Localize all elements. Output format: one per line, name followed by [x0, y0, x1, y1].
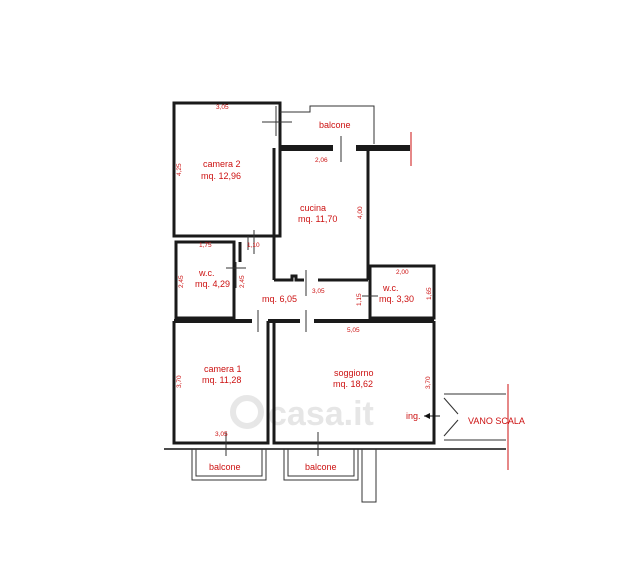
walls: [164, 101, 509, 503]
room-labels: camera 2 mq. 12,96 cucina mq. 11,70 w.c.…: [195, 120, 525, 472]
room-area-camera1: mq. 11,28: [202, 375, 241, 385]
entrance-arrow-head: [424, 413, 430, 419]
room-area-wc2: mq. 3,30: [379, 294, 414, 304]
wall-top-balcony: [280, 105, 375, 144]
wall-stair-column: [361, 449, 377, 503]
dim-camera1-width: 3,05: [215, 431, 228, 438]
dim-wc2-door: 1,15: [356, 293, 363, 306]
dim-camera1-height: 3,70: [176, 375, 183, 388]
wall-balcony-bottom-right-inner: [287, 449, 355, 477]
dim-corridor-width: 3,05: [312, 288, 325, 295]
wall-soggiorno: [272, 321, 436, 445]
dim-soggiorno-width: 5,05: [347, 327, 360, 334]
dim-cucina-width: 2,06: [315, 157, 328, 164]
room-name-wc2: w.c.: [382, 283, 399, 293]
room-name-camera1: camera 1: [204, 364, 242, 374]
room-name-soggiorno: soggiorno: [334, 368, 374, 378]
room-area-corridor: mq. 6,05: [262, 294, 297, 304]
label-balcony-top: balcone: [319, 120, 351, 130]
room-name-camera2: camera 2: [203, 159, 241, 169]
wall-camera1: [172, 321, 270, 445]
dim-wc1-height: 2,45: [178, 275, 185, 288]
wall-balcony-bottom-left: [191, 449, 267, 481]
dim-cucina-height: 4,00: [357, 206, 364, 219]
dim-door-width: 1,10: [247, 242, 260, 249]
label-balcony-bottom-left: balcone: [209, 462, 241, 472]
room-area-wc1: mq. 4,29: [195, 279, 230, 289]
room-name-cucina: cucina: [300, 203, 326, 213]
wall-cucina-bottom: [274, 274, 304, 282]
wall-wc2: [368, 264, 436, 320]
label-stairwell: VANO SCALA: [468, 416, 525, 426]
wall-camera2: [172, 101, 282, 238]
dim-corridor-height: 2,45: [239, 275, 246, 288]
dim-camera2-height: 4,25: [176, 163, 183, 176]
room-area-soggiorno: mq. 18,62: [333, 379, 373, 389]
label-entrance: ing.: [406, 411, 421, 421]
wall-wc1: [174, 240, 236, 320]
dim-soggiorno-height: 3,70: [425, 376, 432, 389]
watermark: casa.it: [230, 395, 374, 433]
dim-camera2-width: 3,05: [216, 104, 229, 111]
label-balcony-bottom-right: balcone: [305, 462, 337, 472]
room-area-camera2: mq. 12,96: [201, 171, 241, 181]
dim-wc1-width: 1,75: [199, 242, 212, 249]
watermark-text: casa.it: [268, 395, 374, 433]
watermark-house-icon: [230, 395, 264, 429]
dim-wc2-height: 1,65: [426, 287, 433, 300]
wall-balcony-bottom-right: [283, 449, 359, 481]
wall-balcony-bottom-left-inner: [195, 449, 263, 477]
room-name-wc1: w.c.: [198, 268, 215, 278]
dimension-labels: 3,05 4,25 2,06 4,00 1,75 1,10 2,45 2,45 …: [176, 104, 433, 438]
stair-diagonal-bottom: [443, 419, 459, 437]
stair-diagonal-top: [443, 397, 459, 415]
room-area-cucina: mq. 11,70: [298, 214, 337, 224]
dim-wc2-width: 2,00: [396, 269, 409, 276]
